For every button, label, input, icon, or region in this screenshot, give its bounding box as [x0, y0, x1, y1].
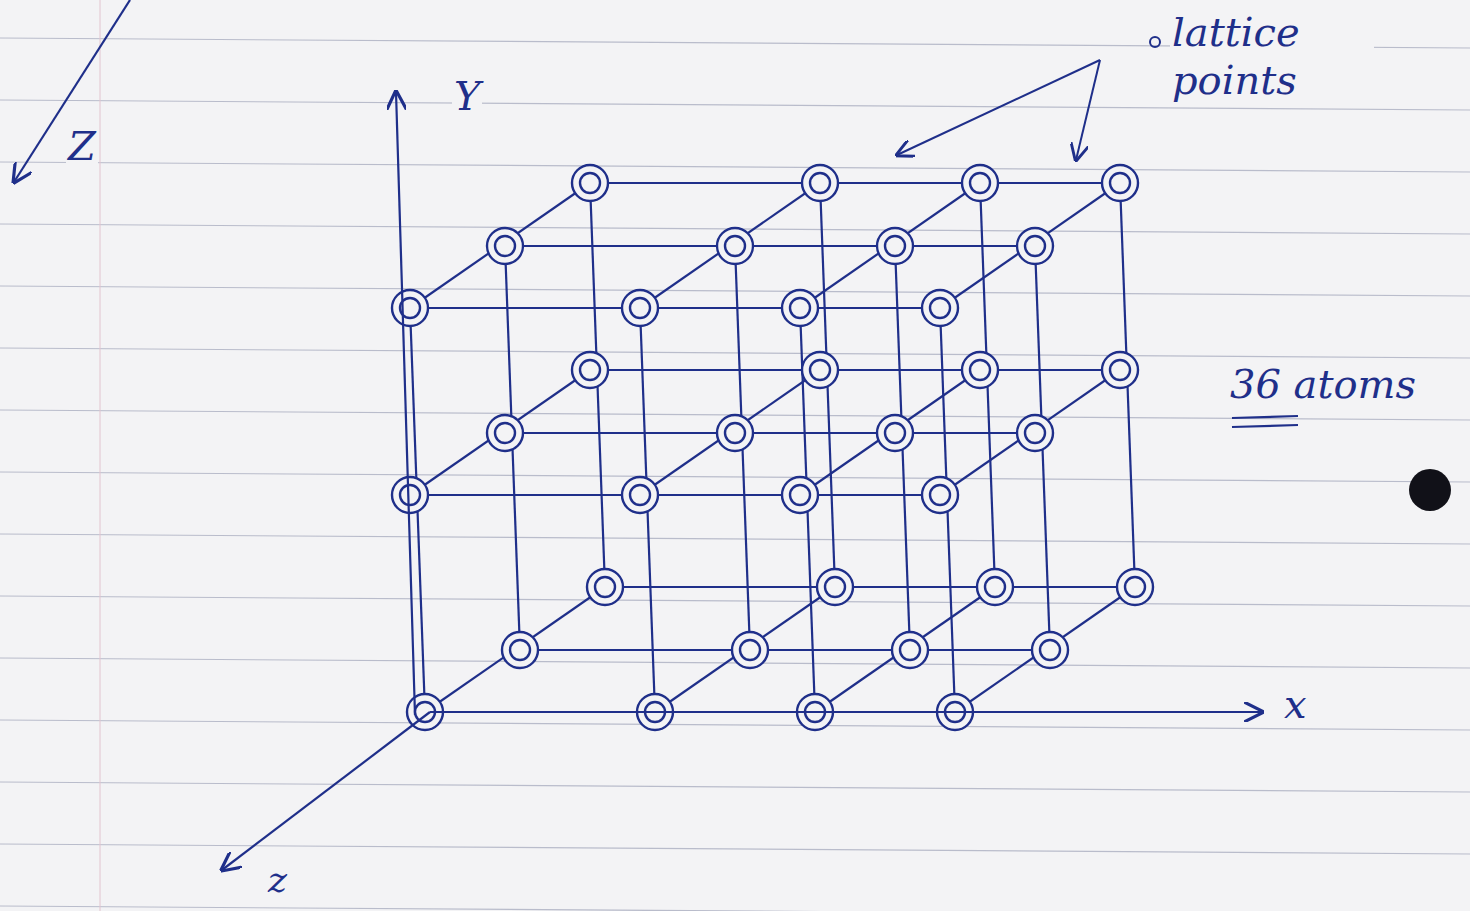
paper-rule — [0, 286, 1470, 296]
leader-arrow — [897, 60, 1100, 155]
handwritten-label: z — [266, 858, 289, 901]
lattice-point — [1102, 352, 1138, 388]
handwritten-label: 36 atoms — [1228, 360, 1418, 408]
lattice-point — [392, 290, 428, 326]
lattice-point — [877, 228, 913, 264]
lattice-line — [940, 183, 1120, 308]
lattice-line — [425, 587, 605, 712]
lattice-point — [502, 632, 538, 668]
lattice-point — [802, 165, 838, 201]
lattice-line — [940, 370, 1120, 495]
underline — [1232, 425, 1298, 427]
handwritten-label: x — [1282, 680, 1309, 728]
paper-rule — [0, 906, 1470, 911]
lattice-point — [1117, 569, 1153, 605]
lattice-point — [977, 569, 1013, 605]
lattice-line — [640, 183, 820, 308]
lattice-point — [487, 415, 523, 451]
axis-arrow — [14, 0, 130, 182]
lattice-line — [410, 494, 940, 496]
margin-line — [100, 0, 101, 911]
lattice-point — [1017, 415, 1053, 451]
paper-rule — [0, 720, 1470, 730]
lattice-line — [655, 587, 835, 712]
lattice-point — [817, 569, 853, 605]
lattice-line — [505, 432, 1035, 434]
paper-rule — [0, 782, 1470, 792]
bullet-mark — [1150, 37, 1160, 47]
handwritten-label: Y — [452, 72, 482, 120]
lattice-line — [410, 370, 590, 495]
lattice-point — [962, 352, 998, 388]
axes — [14, 0, 1262, 870]
lattice-point — [622, 290, 658, 326]
axis-arrow — [430, 711, 1262, 713]
lattice-line — [410, 183, 590, 308]
lattice-point — [782, 290, 818, 326]
lattice — [392, 165, 1153, 730]
lattice-point — [922, 290, 958, 326]
lattice-line — [505, 245, 1035, 247]
axis-arrow — [396, 92, 415, 715]
leaders — [897, 60, 1100, 160]
handwritten-label: Z — [66, 122, 98, 170]
paper-rule — [0, 472, 1470, 482]
lattice-point — [802, 352, 838, 388]
lattice-line — [815, 587, 995, 712]
ink-dot — [1409, 469, 1451, 511]
paper-rule — [0, 596, 1470, 606]
lattice-point — [622, 477, 658, 513]
lattice-line — [410, 307, 940, 309]
axis-arrow — [222, 712, 430, 870]
lattice-point — [717, 228, 753, 264]
lattice-point — [1102, 165, 1138, 201]
lattice-line — [955, 587, 1135, 712]
paper-rule — [0, 162, 1470, 172]
lattice-point — [732, 632, 768, 668]
lattice-point — [1017, 228, 1053, 264]
lattice-point — [392, 477, 428, 513]
lattice-line — [605, 586, 1135, 588]
lattice-line — [640, 370, 820, 495]
lattice-point — [962, 165, 998, 201]
lattice-point — [782, 477, 818, 513]
underline — [1232, 416, 1298, 418]
paper-rule — [0, 534, 1470, 544]
leader-arrow — [1076, 60, 1100, 160]
lattice-point — [572, 165, 608, 201]
handwritten-label: lattice points — [1170, 8, 1374, 104]
paper-rules — [0, 38, 1470, 911]
lattice-point — [922, 477, 958, 513]
lattice-point — [1032, 632, 1068, 668]
lattice-point — [487, 228, 523, 264]
lattice-line — [590, 182, 1120, 184]
paper-rule — [0, 348, 1470, 358]
paper-rule — [0, 844, 1470, 854]
lattice-point — [717, 415, 753, 451]
lattice-point — [587, 569, 623, 605]
lattice-point — [892, 632, 928, 668]
lattice-line — [800, 183, 980, 308]
lattice-point — [877, 415, 913, 451]
lattice-point — [572, 352, 608, 388]
lattice-line — [520, 649, 1050, 651]
